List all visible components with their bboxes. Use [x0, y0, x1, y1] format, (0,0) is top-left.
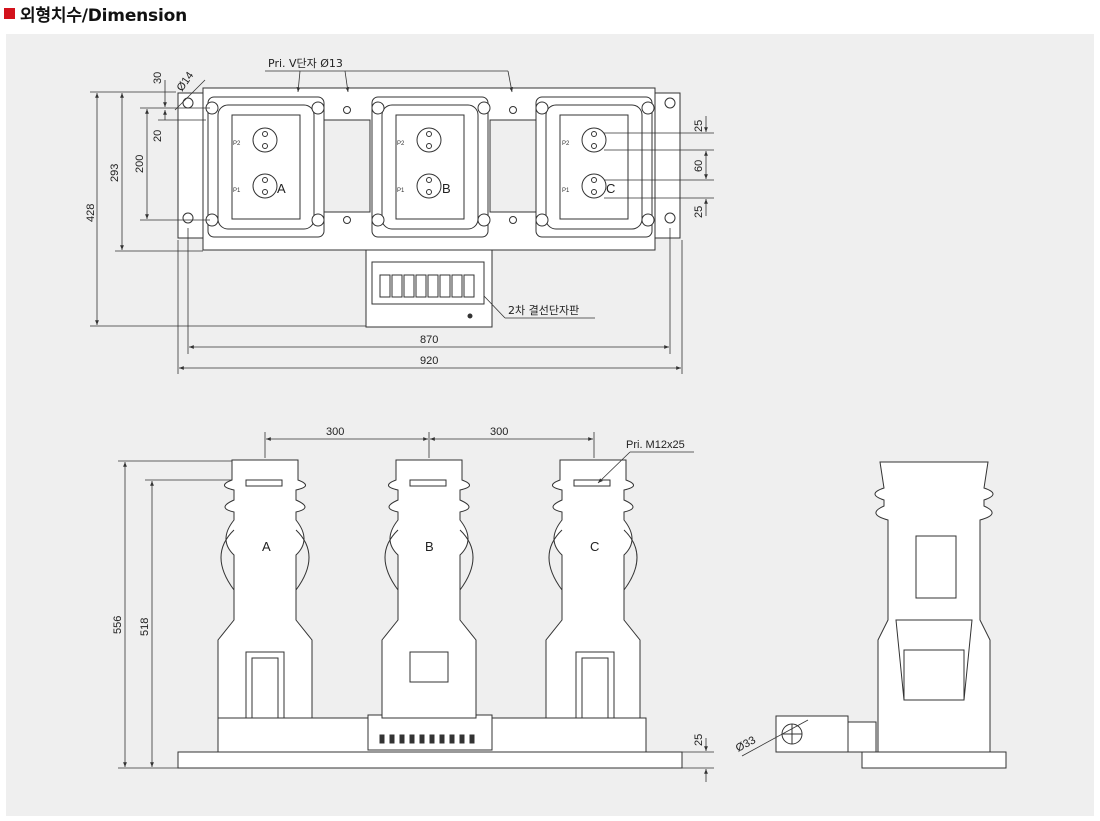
dim-20: 20	[152, 130, 164, 142]
bolt-label: Pri. M12x25	[626, 439, 685, 451]
side-body	[874, 461, 994, 753]
front-insulator-b	[381, 459, 477, 719]
front-insulator-a	[217, 459, 313, 719]
section-title: 외형치수/Dimension	[20, 5, 187, 26]
top-phase-a	[207, 96, 325, 238]
dim-200: 200	[134, 155, 146, 173]
side-dia-label: Ø33	[734, 734, 758, 754]
front-phase-label-b: B	[425, 539, 434, 554]
section-header: 외형치수/Dimension	[4, 3, 187, 26]
front-insulator-c	[545, 459, 641, 719]
front-terminal-box	[367, 714, 493, 751]
side-nameplate	[915, 535, 957, 599]
top-mount-holes	[182, 97, 676, 227]
dim-870: 870	[420, 334, 438, 346]
p2-label-a: P2	[233, 141, 241, 147]
front-base-plate	[177, 751, 683, 769]
side-base	[861, 751, 1007, 769]
dim-428: 428	[85, 204, 97, 222]
p1-label-a: P1	[233, 188, 241, 194]
hole-dia-label: Ø14	[175, 70, 197, 94]
dim-300-right: 300	[490, 426, 508, 438]
secondary-terminal-label: 2차 결선단자판	[508, 304, 579, 317]
p2-label-c: P2	[562, 141, 570, 147]
red-square-icon	[4, 7, 15, 19]
dim-920: 920	[420, 355, 438, 367]
side-view	[775, 461, 1007, 769]
dim-300-left: 300	[326, 426, 344, 438]
p2-label-b: P2	[397, 141, 405, 147]
top-phase-b	[371, 96, 489, 238]
dim-556: 556	[112, 616, 124, 634]
dim-25-lower: 25	[693, 206, 705, 218]
front-phase-label-c: C	[590, 539, 599, 554]
dim-518: 518	[139, 618, 151, 636]
dim-30: 30	[152, 72, 164, 84]
p1-label-b: P1	[397, 188, 405, 194]
top-phase-label-b: B	[442, 181, 451, 196]
front-phase-label-a: A	[262, 539, 271, 554]
dim-293: 293	[109, 164, 121, 182]
dim-25-upper: 25	[693, 120, 705, 132]
p1-label-c: P1	[562, 188, 570, 194]
dim-60: 60	[693, 160, 705, 172]
top-phase-label-a: A	[277, 181, 286, 196]
pri-terminal-label: Pri. V단자 Ø13	[268, 57, 343, 70]
top-phase-c	[535, 96, 653, 238]
dim-25-base: 25	[693, 734, 705, 746]
top-phase-label-c: C	[606, 181, 615, 196]
top-view	[177, 87, 681, 328]
